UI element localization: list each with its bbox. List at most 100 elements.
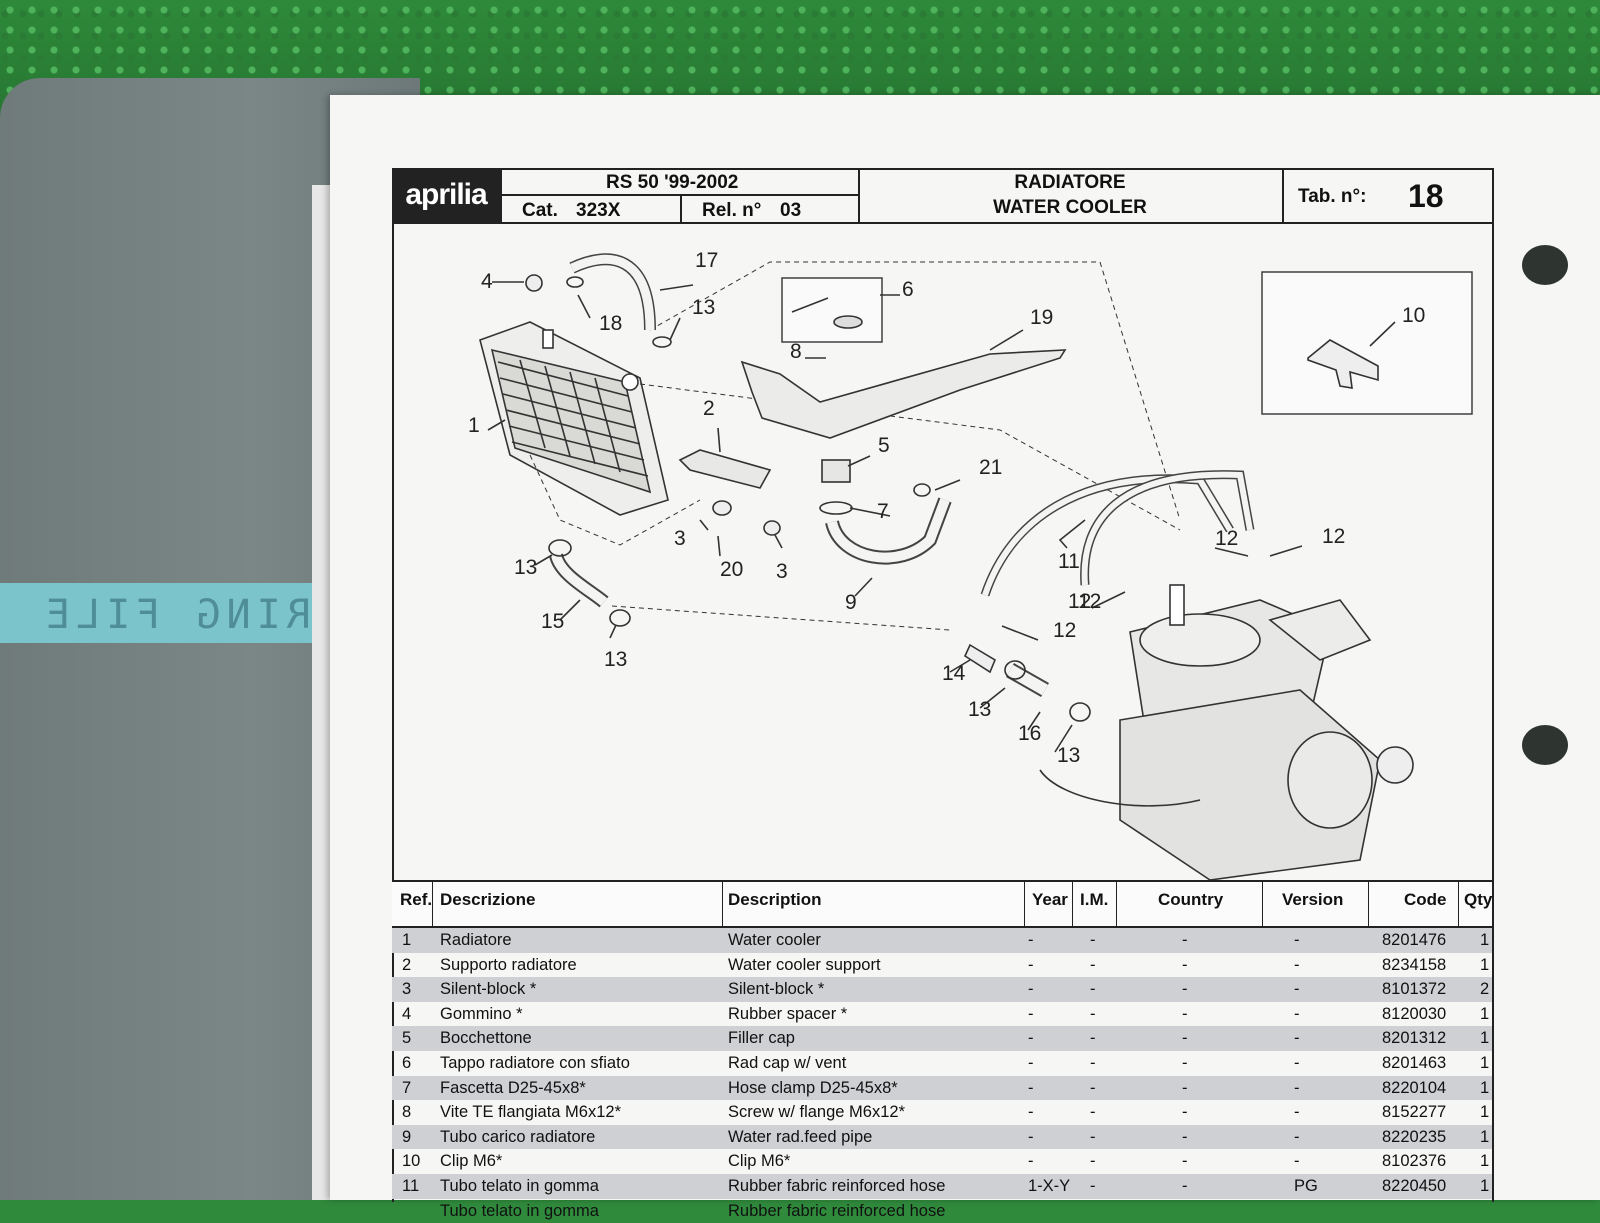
im-cell: - [1090, 1053, 1096, 1072]
country-cell: - [1182, 1078, 1188, 1097]
ref-cell: 8 [402, 1103, 412, 1122]
qty-cell: 1 [1480, 1053, 1490, 1072]
callout-12: 12 [1215, 527, 1238, 550]
col-divider [1368, 882, 1369, 926]
col-divider [1072, 882, 1073, 926]
callout-15: 15 [541, 610, 564, 633]
im-cell: - [1090, 1103, 1096, 1122]
cat-label: Cat. [522, 200, 558, 221]
country-cell: - [1182, 980, 1188, 999]
callout-17: 17 [695, 249, 718, 272]
version-cell: PG [1294, 1176, 1318, 1195]
qty-cell: 1 [1480, 1004, 1490, 1023]
callout-16: 16 [1018, 722, 1041, 745]
header-divider [1282, 168, 1284, 222]
year-cell: - [1028, 1053, 1034, 1072]
cat-value: 323X [576, 200, 621, 221]
code-cell: 8220450 [1382, 1176, 1447, 1195]
year-cell: - [1028, 1004, 1034, 1023]
rel-value: 03 [780, 200, 802, 221]
descrizione-cell: Silent-block * [440, 980, 537, 999]
version-cell: - [1294, 1078, 1300, 1097]
descrizione-cell: Tubo telato in gomma [440, 1201, 599, 1220]
ref-cell: 3 [402, 980, 412, 999]
qty-cell: 1 [1480, 1176, 1490, 1195]
country-cell: - [1182, 1127, 1188, 1146]
col-qty: Qty [1464, 890, 1493, 909]
year-cell: - [1028, 931, 1034, 949]
im-cell: - [1090, 1152, 1096, 1171]
description-cell: Rubber spacer * [728, 1004, 848, 1023]
code-cell: 8152277 [1382, 1103, 1447, 1122]
col-divider [1116, 882, 1117, 926]
code-cell: 8102376 [1382, 1152, 1447, 1171]
callout-6: 6 [902, 278, 914, 301]
version-cell: - [1294, 980, 1300, 999]
qty-cell: 2 [1480, 980, 1490, 999]
descrizione-cell: Radiatore [440, 931, 512, 949]
im-cell: - [1090, 955, 1096, 974]
callout-12: 12 [1322, 525, 1345, 548]
ref-cell: 6 [402, 1053, 412, 1072]
callout-12: 12 [1078, 590, 1101, 613]
code-cell: 8101372 [1382, 980, 1447, 999]
catalog-header [392, 168, 1492, 224]
descrizione-cell: Tubo carico radiatore [440, 1127, 596, 1146]
code-cell: 8120030 [1382, 1004, 1447, 1023]
year-cell: - [1028, 1103, 1034, 1122]
header-divider [680, 194, 682, 222]
country-cell: - [1182, 1053, 1188, 1072]
callout-1: 1 [468, 414, 480, 437]
ref-cell: 9 [402, 1127, 412, 1146]
description-cell: Silent-block * [728, 980, 825, 999]
col-version: Version [1282, 890, 1344, 909]
callout-21: 21 [979, 456, 1002, 479]
code-cell: 8201463 [1382, 1053, 1447, 1072]
col-year: Year [1032, 890, 1068, 909]
code-cell: 8220104 [1382, 1078, 1447, 1097]
year-cell: - [1028, 1029, 1034, 1048]
tab-label: Tab. n°: [1298, 186, 1367, 207]
descrizione-cell: Vite TE flangiata M6x12* [440, 1103, 622, 1122]
catalog-frame [392, 168, 1494, 1202]
year-cell: - [1028, 1127, 1034, 1146]
ref-cell: 1 [402, 931, 412, 949]
descrizione-cell: Bocchettone [440, 1029, 532, 1048]
version-cell: - [1294, 1103, 1300, 1122]
callout-20: 20 [720, 558, 743, 581]
callout-7: 7 [877, 500, 889, 523]
tab-number: 18 [1408, 178, 1444, 214]
callout-4: 4 [481, 270, 493, 293]
callout-9: 9 [845, 591, 857, 614]
col-divider [1458, 882, 1459, 926]
qty-cell: 1 [1480, 1078, 1490, 1097]
qty-cell: 1 [1480, 931, 1490, 949]
callout-13: 13 [1057, 744, 1080, 767]
descrizione-cell: Tappo radiatore con sfiato [440, 1053, 630, 1072]
year-cell: - [1028, 980, 1034, 999]
callout-12: 12 [1053, 619, 1076, 642]
country-cell: - [1182, 1029, 1188, 1048]
callout-14: 14 [942, 662, 966, 685]
title-italian: RADIATORE [1014, 172, 1126, 193]
rel-label: Rel. n° [702, 200, 762, 221]
callout-19: 19 [1030, 306, 1053, 329]
callout-11: 11 [1058, 550, 1080, 573]
code-cell: 8234158 [1382, 955, 1447, 974]
version-cell: - [1294, 1004, 1300, 1023]
callout-13: 13 [692, 296, 715, 319]
header-divider [858, 168, 860, 222]
year-cell: - [1028, 1078, 1034, 1097]
callout-8: 8 [790, 340, 802, 363]
country-cell: - [1182, 1152, 1188, 1171]
country-cell: - [1182, 1176, 1188, 1195]
descrizione-cell: Supporto radiatore [440, 955, 577, 974]
